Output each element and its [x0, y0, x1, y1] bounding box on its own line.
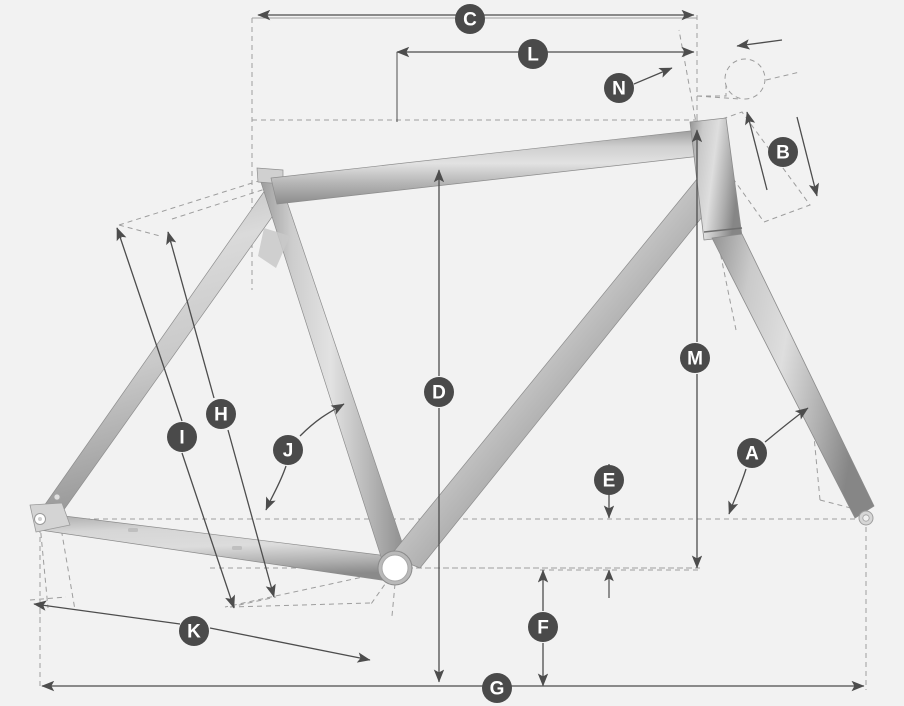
label-e-bb-drop[interactable]: E: [594, 465, 624, 495]
label-badge-text: K: [187, 622, 201, 643]
dim-line-h-lower: [227, 429, 276, 598]
label-f-bb-height[interactable]: F: [528, 612, 558, 642]
label-badge-text: L: [527, 45, 539, 66]
dim-line-h-upper: [167, 231, 215, 399]
label-badge-text: E: [603, 471, 616, 492]
label-badge-circle: [206, 399, 236, 429]
dim-line-b-lower: [796, 116, 819, 197]
label-d-seat-tube-length[interactable]: D: [424, 377, 454, 407]
label-a-fork-rake[interactable]: A: [737, 438, 767, 468]
label-badge-text: F: [537, 618, 549, 639]
rear-brake-mount: [53, 493, 61, 501]
dimension-lines: [33, 9, 865, 692]
label-badge-text: G: [490, 679, 505, 700]
label-badge-circle: [424, 377, 454, 407]
label-badge-circle: [528, 612, 558, 642]
dim-leader-a-up: [764, 407, 809, 443]
label-badge-text: I: [179, 428, 184, 449]
label-badge-circle: [594, 465, 624, 495]
dim-arrow-h-top: [166, 231, 177, 246]
label-badge-circle: [768, 137, 798, 167]
label-l-reach[interactable]: L: [518, 39, 548, 69]
label-badge-text: C: [463, 10, 477, 31]
down-tube: [389, 167, 728, 569]
front-axle: [862, 514, 870, 522]
label-badge-circle: [167, 422, 197, 452]
label-badge-text: H: [214, 405, 228, 426]
label-badge-text: D: [432, 383, 446, 404]
fork-blade: [711, 233, 875, 519]
bicycle-frame-illustration: [29, 117, 875, 586]
label-badge-text: M: [687, 349, 703, 370]
label-badge-circle: [680, 343, 710, 373]
dim-line-i-upper: [116, 227, 183, 422]
label-badge-circle: [518, 39, 548, 69]
label-k-chainstay-length[interactable]: K: [179, 616, 209, 646]
dim-line-b-upper: [745, 111, 768, 191]
label-b-head-tube-length[interactable]: B: [768, 137, 798, 167]
label-badge-circle: [179, 616, 209, 646]
label-badge-circle: [482, 673, 512, 703]
dimension-label-badges: A B C D E F G H I J K L M N: [167, 4, 798, 703]
seat-stay-gusset: [258, 228, 290, 268]
seat-stay: [43, 185, 285, 519]
dim-leader-j-down: [265, 465, 287, 511]
label-i-seat-tube-top[interactable]: I: [167, 422, 197, 452]
dim-line-k-left: [33, 600, 181, 625]
label-badge-text: J: [283, 441, 294, 462]
dim-line-i-lower: [181, 452, 235, 609]
top-tube: [270, 129, 702, 205]
label-n-head-tube-angle[interactable]: N: [604, 73, 634, 103]
rear-axle-center: [38, 517, 42, 521]
label-h-seat-tube-center[interactable]: H: [206, 399, 236, 429]
dim-arrow-i-top: [116, 227, 127, 242]
dim-arrow-steerer-offset: [736, 39, 783, 50]
fork-crown-race-line: [703, 227, 743, 233]
dim-leader-j-up: [299, 403, 345, 437]
label-badge-circle: [455, 4, 485, 34]
bottom-bracket-bore: [381, 554, 409, 582]
label-g-wheelbase[interactable]: G: [482, 673, 512, 703]
label-badge-circle: [273, 435, 303, 465]
label-c-horizontal-top-tube[interactable]: C: [455, 4, 485, 34]
label-badge-text: B: [776, 143, 790, 164]
label-m-stack[interactable]: M: [680, 343, 710, 373]
dim-line-k-right: [209, 627, 371, 663]
label-badge-text: N: [612, 79, 626, 100]
label-badge-circle: [604, 73, 634, 103]
chainstay-detail-1: [128, 528, 138, 532]
label-badge-text: A: [745, 444, 759, 465]
label-badge-circle: [737, 438, 767, 468]
dim-leader-a-down: [728, 468, 747, 515]
label-j-seat-tube-angle[interactable]: J: [273, 435, 303, 465]
dim-leader-n: [633, 67, 673, 85]
chainstay-detail-2: [232, 546, 242, 550]
